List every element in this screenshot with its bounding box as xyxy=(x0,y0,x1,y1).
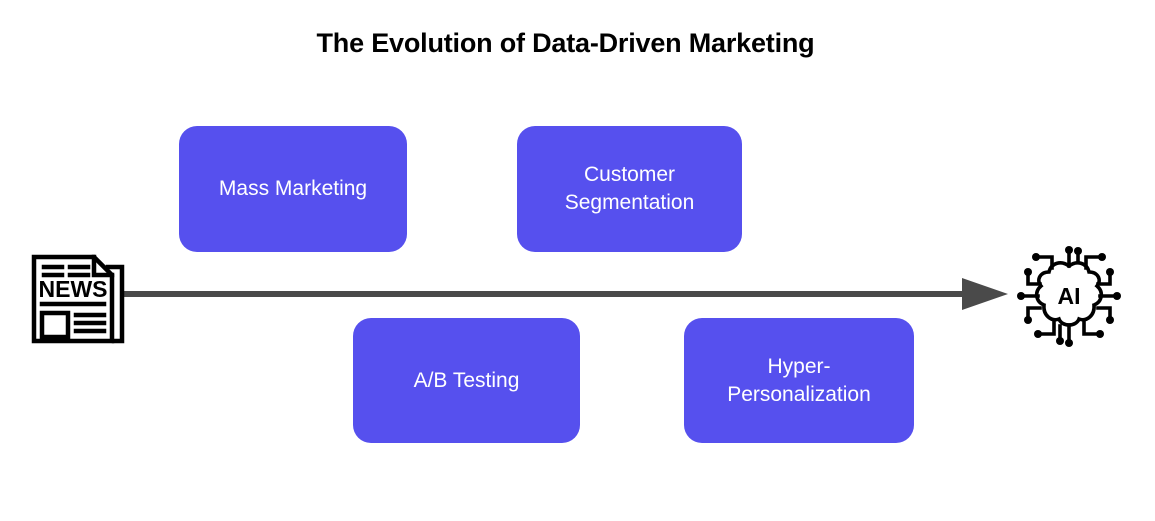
timeline-arrow xyxy=(124,278,1008,310)
ai-trace-left-upper xyxy=(1026,272,1042,286)
stage-label-hyper-personalization: Hyper- Personalization xyxy=(727,354,871,406)
timeline-arrow-head xyxy=(962,278,1008,310)
ai-trace-bottom-right xyxy=(1082,318,1100,336)
stage-box-ab-testing[interactable]: A/B Testing xyxy=(353,318,580,443)
stage-label-ab-testing: A/B Testing xyxy=(413,368,520,392)
ai-trace-bottom-left xyxy=(1038,318,1056,336)
newspaper-back-page xyxy=(105,264,125,344)
ai-trace-top-left xyxy=(1036,255,1054,270)
newspaper-headline-text: NEWS xyxy=(39,276,108,302)
stage-box-mass-marketing[interactable]: Mass Marketing xyxy=(179,126,407,252)
newspaper-front-page xyxy=(31,254,115,344)
ai-trace-right-lower xyxy=(1096,306,1112,320)
ai-brain-icon: AI xyxy=(1017,246,1121,347)
ai-trace-left-lower xyxy=(1026,306,1042,320)
newspaper-image-box xyxy=(39,310,71,340)
newspaper-icon: NEWS xyxy=(31,254,125,344)
newspaper-fold-corner xyxy=(91,254,115,278)
page-title: The Evolution of Data-Driven Marketing xyxy=(316,28,815,58)
ai-brain-label: AI xyxy=(1058,283,1081,309)
ai-trace-terminals xyxy=(1017,246,1121,347)
ai-trace-right-upper xyxy=(1096,272,1112,286)
stage-box-hyper-personalization[interactable]: Hyper- Personalization xyxy=(684,318,914,443)
stage-label-mass-marketing: Mass Marketing xyxy=(218,177,368,201)
stage-label-customer-segmentation: Customer Segmentation xyxy=(564,163,695,214)
stage-box-customer-segmentation[interactable]: Customer Segmentation xyxy=(517,126,742,252)
ai-trace-top-right xyxy=(1084,255,1102,270)
